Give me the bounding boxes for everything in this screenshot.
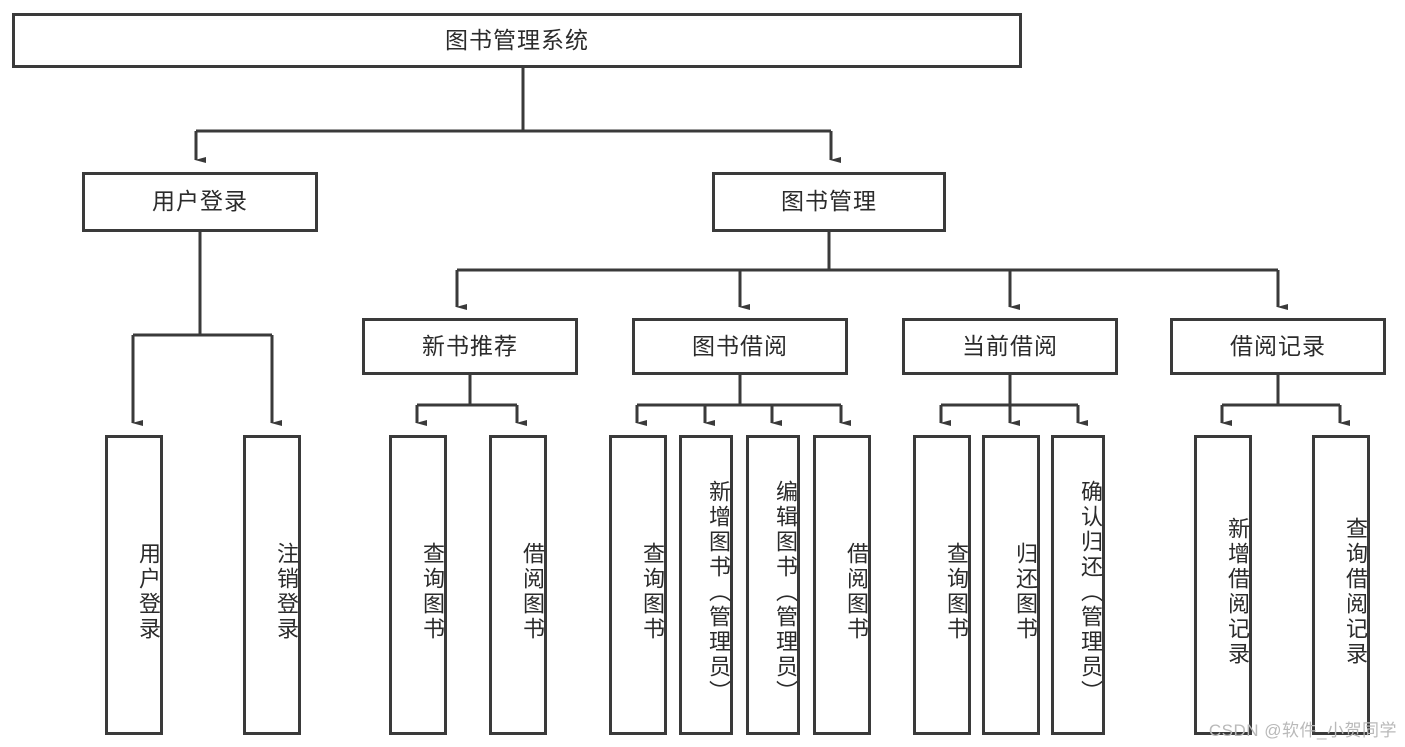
leaf-current-confirm-return-admin[interactable]: 确认归还（管理员） [1051,435,1105,735]
leaf-label: 查询图书 [420,542,445,642]
node-current-borrow[interactable]: 当前借阅 [902,318,1118,375]
leaf-borrow-borrow-book[interactable]: 借阅图书 [813,435,871,735]
csdn-watermark: CSDN @软件_小贺同学 [1208,721,1397,740]
leaf-label: 注销登录 [274,542,299,642]
leaf-label: 新增借阅记录 [1225,517,1250,667]
leaf-label: 借阅图书 [520,542,545,642]
leaf-user-login-signin[interactable]: 用户登录 [105,435,163,735]
leaf-label: 查询图书 [944,542,969,642]
leaf-user-login-logout[interactable]: 注销登录 [243,435,301,735]
node-user-login[interactable]: 用户登录 [82,172,318,232]
leaf-current-return-book[interactable]: 归还图书 [982,435,1040,735]
leaf-label: 新增图书（管理员） [706,479,731,705]
node-root-system[interactable]: 图书管理系统 [12,13,1022,68]
leaf-label: 借阅图书 [844,542,869,642]
node-borrow-record[interactable]: 借阅记录 [1170,318,1386,375]
leaf-current-query-book[interactable]: 查询图书 [913,435,971,735]
leaf-record-add[interactable]: 新增借阅记录 [1194,435,1252,735]
leaf-borrow-edit-book-admin[interactable]: 编辑图书（管理员） [746,435,800,735]
leaf-new-book-query[interactable]: 查询图书 [389,435,447,735]
node-book-borrow[interactable]: 图书借阅 [632,318,848,375]
leaf-record-query[interactable]: 查询借阅记录 [1312,435,1370,735]
leaf-label: 编辑图书（管理员） [773,479,798,705]
leaf-label: 查询借阅记录 [1343,517,1368,667]
leaf-borrow-query-book[interactable]: 查询图书 [609,435,667,735]
leaf-label: 归还图书 [1013,542,1038,642]
leaf-new-book-borrow[interactable]: 借阅图书 [489,435,547,735]
leaf-label: 用户登录 [136,542,161,642]
leaf-borrow-add-book-admin[interactable]: 新增图书（管理员） [679,435,733,735]
node-new-book-recommend[interactable]: 新书推荐 [362,318,578,375]
node-book-management[interactable]: 图书管理 [712,172,946,232]
leaf-label: 确认归还（管理员） [1078,479,1103,705]
leaf-label: 查询图书 [640,542,665,642]
